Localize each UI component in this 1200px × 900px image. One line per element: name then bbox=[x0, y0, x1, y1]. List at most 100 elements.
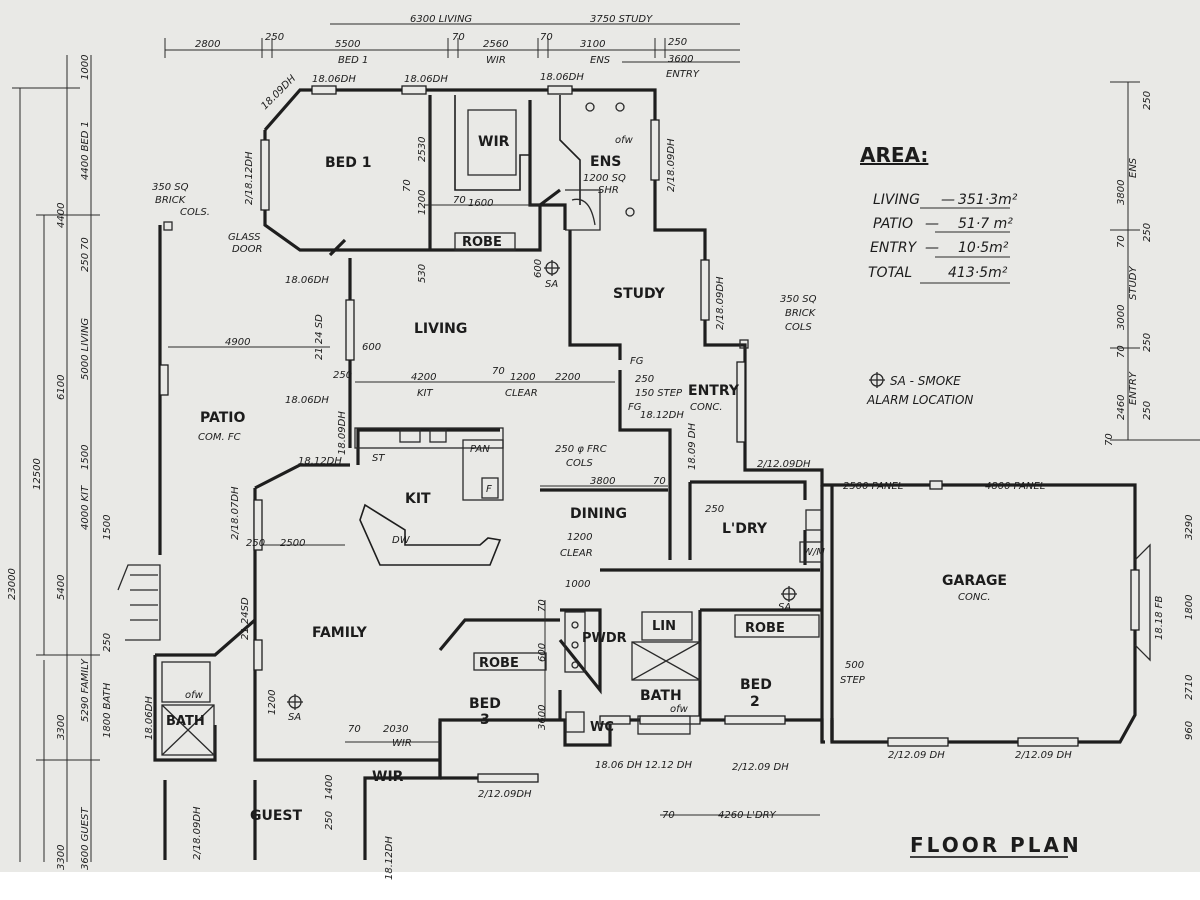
dim-r250c: 250 bbox=[1142, 333, 1153, 352]
dim-v3600: 3600 GUEST bbox=[80, 807, 91, 870]
area-row-total-label: TOTAL bbox=[868, 265, 912, 281]
dim-r250b: 250 bbox=[1142, 223, 1153, 242]
dim-dh1809: 18.09DH bbox=[337, 411, 348, 455]
note-fg1: FG bbox=[630, 356, 644, 367]
room-bed2-num: 2 bbox=[750, 694, 760, 710]
dim-1200b: 1200 bbox=[510, 372, 535, 383]
dim-3100: 3100 bbox=[580, 39, 605, 50]
dim-212a: 2/12.09DH bbox=[757, 459, 811, 470]
dim-r-study: STUDY bbox=[1128, 266, 1139, 300]
legend-line1: SA - SMOKE bbox=[890, 374, 961, 388]
dim-70e: 70 bbox=[492, 366, 505, 377]
dim-clear2: CLEAR bbox=[560, 548, 593, 559]
paper-background bbox=[0, 0, 1200, 872]
legend-line2: ALARM LOCATION bbox=[866, 393, 973, 407]
dim-70b: 70 bbox=[540, 32, 553, 43]
note-step2: STEP bbox=[840, 675, 866, 686]
note-fg2: FG bbox=[628, 402, 642, 413]
dim-v1000: 1000 bbox=[80, 55, 91, 80]
room-pwdr: PWDR bbox=[582, 631, 627, 646]
dim-250e: 250 bbox=[705, 504, 724, 515]
room-bath-left: BATH bbox=[166, 714, 205, 729]
dim-v4400b: 4400 BED 1 bbox=[80, 121, 91, 180]
dim-r70b: 70 bbox=[1116, 345, 1127, 358]
dim-dh1812b: 18.12DH bbox=[640, 410, 684, 421]
room-family: FAMILY bbox=[312, 625, 368, 641]
dim-top-study: 3750 STUDY bbox=[590, 14, 653, 25]
dim-3600: 3600 bbox=[668, 54, 693, 65]
dim-1200c: 1200 bbox=[567, 532, 592, 543]
dim-2500: 2500 bbox=[280, 538, 305, 549]
dim-600b: 600 bbox=[362, 342, 381, 353]
dim-bed1: BED 1 bbox=[338, 55, 368, 66]
dim-2500p: 2500 PANEL bbox=[843, 481, 903, 492]
room-wir2: WIR bbox=[372, 769, 404, 785]
dim-dh-study: 2/18.09DH bbox=[715, 276, 726, 330]
area-row-entry-label: ENTRY bbox=[870, 240, 918, 256]
note-brick2: 350 SQ bbox=[780, 294, 817, 305]
dim-1400: 1400 bbox=[324, 775, 335, 800]
area-dash-1: — bbox=[941, 192, 955, 208]
dim-4200: 4200 bbox=[411, 372, 436, 383]
dim-250a: 250 bbox=[265, 32, 284, 43]
room-dining: DINING bbox=[570, 506, 627, 522]
dim-left-3300b: 3300 bbox=[56, 845, 67, 870]
dim-dh212a: 2/18.12DH bbox=[244, 151, 255, 205]
notes: 350 SQ BRICK COLS. 350 SQ BRICK COLS GLA… bbox=[152, 135, 866, 723]
dim-clear: CLEAR bbox=[505, 388, 538, 399]
dim-70h: 70 bbox=[348, 724, 361, 735]
dim-dh18a: 18.06DH bbox=[312, 74, 356, 85]
dim-5500: 5500 bbox=[335, 39, 360, 50]
note-glass1: GLASS bbox=[228, 232, 261, 243]
area-row-patio-value: 51·7 m² bbox=[958, 216, 1013, 232]
note-fw3: ofw bbox=[185, 690, 204, 701]
dim-v4000: 4000 KIT bbox=[80, 485, 91, 530]
room-wc: WC bbox=[590, 720, 614, 735]
drawing-title: FLOOR PLAN bbox=[910, 833, 1082, 857]
dim-21245b: 21.24SD bbox=[240, 597, 251, 640]
dim-250g: 250 bbox=[324, 811, 335, 830]
dim-r960: 960 bbox=[1184, 721, 1195, 740]
note-brick2c: COLS bbox=[785, 322, 812, 333]
dim-r-entry: ENTRY bbox=[1128, 371, 1139, 405]
dim-dh-bl: 18.06DH bbox=[144, 696, 155, 740]
left-dimensions: 23000 12500 6100 5400 3300 3300 4400 100… bbox=[7, 55, 113, 870]
note-wm: W/M bbox=[803, 547, 825, 558]
note-st: ST bbox=[372, 453, 385, 464]
ens-sub1: 1200 SQ bbox=[583, 173, 626, 184]
dim-250c: 250 bbox=[333, 370, 352, 381]
room-entry: ENTRY bbox=[688, 383, 740, 399]
dim-dh1806b: 18.06DH bbox=[285, 395, 329, 406]
dim-v5000: 5000 LIVING bbox=[80, 318, 91, 380]
dim-ens: ENS bbox=[590, 55, 611, 66]
dim-r250d: 250 bbox=[1142, 401, 1153, 420]
room-bed2: BED bbox=[740, 677, 772, 693]
dim-v5290: 5290 FAMILY bbox=[80, 658, 91, 722]
dim-4900: 4900 bbox=[225, 337, 250, 348]
windows bbox=[159, 85, 1140, 783]
note-step: 500 bbox=[845, 660, 864, 671]
note-brick1b: BRICK bbox=[155, 195, 187, 206]
area-row-entry-value: 10·5m² bbox=[958, 240, 1009, 256]
dim-250f: 250 bbox=[246, 538, 265, 549]
dim-70f: 70 bbox=[653, 476, 666, 487]
dim-entry: ENTRY bbox=[666, 69, 700, 80]
room-guest: GUEST bbox=[250, 808, 303, 824]
dim-r-ens: ENS bbox=[1128, 157, 1139, 178]
room-living: LIVING bbox=[414, 321, 467, 337]
dim-600: 600 bbox=[533, 259, 544, 278]
note-brick1: 350 SQ bbox=[152, 182, 189, 193]
dim-600c: 600 bbox=[537, 643, 548, 662]
dim-dh-pw: 18.06 DH bbox=[595, 760, 643, 771]
note-dw: DW bbox=[392, 535, 411, 546]
inner-dimension-labels: 18.06DH 18.06DH 18.06DH 18.09DH 2/18.12D… bbox=[144, 72, 1165, 880]
dim-r2460: 2460 bbox=[1116, 395, 1127, 420]
dim-r1800: 1800 bbox=[1184, 595, 1195, 620]
dim-dh18b: 18.06DH bbox=[404, 74, 448, 85]
dim-4260: 4260 L'DRY bbox=[718, 810, 777, 821]
dim-530: 530 bbox=[417, 264, 428, 283]
dim-70d: 70 bbox=[402, 179, 413, 192]
dim-dh-kit: 2/18.07DH bbox=[230, 486, 241, 540]
dim-kit: KIT bbox=[417, 388, 434, 399]
